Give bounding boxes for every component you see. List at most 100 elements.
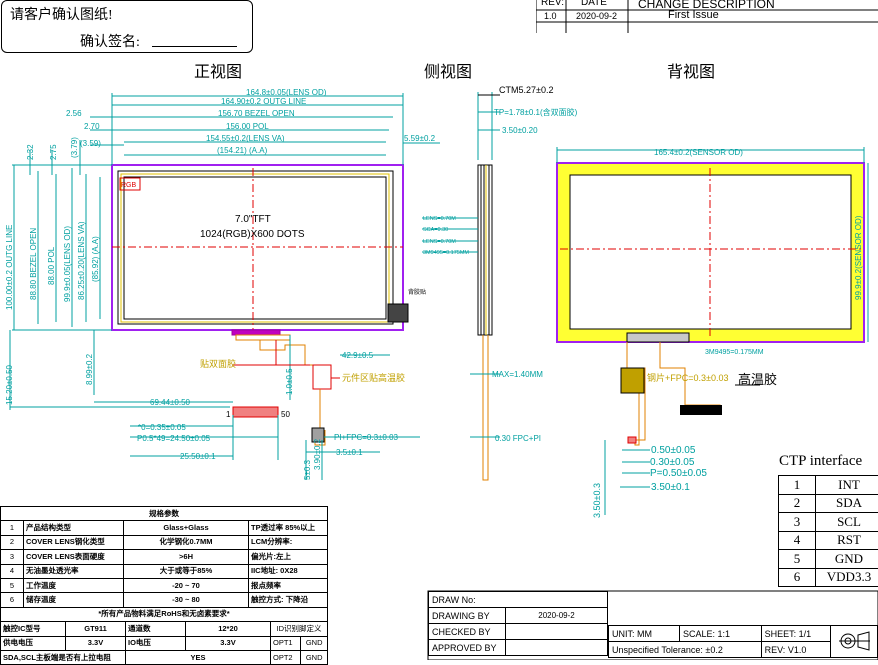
back-glue-label: 高温胶 [738,372,777,387]
rev-label: REV: V1.0 [761,642,830,658]
dim-3-9: 3.90±0.2 [313,438,322,470]
param-row: 5 工作温度 -20 ~ 70 报点频率 [1,578,328,592]
drawing-by-label: DRAWING BY [429,608,506,624]
side-label-lens2: LENS=0.70M [423,239,456,245]
drawing-date: 2020-09-2 [506,608,608,624]
dim-999: 99.9±0.05(LENS OD) [63,226,72,302]
checked-by-label: CHECKED BY [429,624,506,640]
tape-label: 背胶贴 [408,288,426,296]
approved-by-label: APPROVED BY [429,640,506,656]
side-fpc: 0.30 FPC+PI [495,434,541,443]
dim-100: 100.00±0.2 OUTG LINE [5,225,14,310]
side-label-sca: SCA=0.30 [423,227,448,233]
param-row: 3 COVER LENS表面硬度 >6H 偏光片:左上 [1,550,328,564]
back-tape: 3M9495=0.175MM [705,349,764,356]
back-dim-050: 0.50±0.05 [651,445,696,456]
side-max: MAX=1.40MM [492,370,543,379]
side-label-lens1: LENS=0.70M [423,216,456,222]
back-dim-height: 99.9±0.2(SENSOR OD) [854,215,863,300]
spec-params: 规格参数 1 产品结构类型 Glass+Glass TP透过率 85%以上 2 … [0,506,328,665]
ctp-title: CTP interface [779,453,862,470]
side-label-3m: 3M9495=0.175MM [423,250,469,256]
pin-1-label: 1 [226,410,231,419]
dim-lens-va: 154.55±0.2(LENS VA) [206,134,285,143]
side-view [422,92,500,480]
projection-symbol-icon [831,626,878,658]
io-label: IO电压 [126,636,186,650]
dim-035: *0=0.35±0.05 [138,423,186,432]
fpc-fingers [233,407,278,417]
dim-6944: 69.44±0.50 [150,398,191,407]
back-dim-030: 0.30±0.05 [650,457,695,468]
dim-lens-od: 164.8±0.05(LENS OD) [246,88,327,97]
dim-fpc-thickness: PI+FPC=0.3±0.03 [334,433,399,442]
dim-270: 2.70 [84,122,100,131]
dim-888: 88.80 BEZEL OPEN [29,228,38,300]
dim-8592: (85.92) (A.A) [91,236,100,282]
dim-359: (3.59) [80,139,101,148]
note-components: 元件区贴高温胶 [342,372,405,383]
dim-bezel: 156.70 BEZEL OPEN [218,109,295,118]
lcd-size-text: 7.0"TFT [235,214,271,225]
scale-label: SCALE: 1:1 [680,626,762,642]
tape-block [388,304,408,322]
dim-1-0: 1.0±0.5 [285,368,294,395]
fpc-tail-bond [627,333,689,342]
draw-no-label: DRAW No: [429,592,608,608]
ic-value: GT911 [66,622,126,636]
back-dim-350: 3.50±0.1 [651,482,690,493]
back-dim-350v: 3.50±0.3 [592,483,602,518]
dim-outg-line: 164.90±0.2 OUTG LINE [221,97,306,106]
dim-3-5: 3.5±0.1 [336,448,363,457]
param-row: 6 储存温度 -30 ~ 80 触控方式: 下降沿 [1,593,328,607]
pol-area [121,174,389,322]
voltage-value: 3.3V [66,636,126,650]
dim-256: 2.56 [66,109,82,118]
note-adhesive: 贴双面胶 [200,358,236,369]
dim-899: 8.99±0.2 [85,353,94,385]
side-350: 3.50±0.20 [502,126,538,135]
lcd-resolution-text: 1024(RGB)X600 DOTS [200,229,305,240]
back-dim-pitch: P=0.50±0.05 [650,468,707,479]
id-label: ID识别脚定义 [271,622,328,636]
opt2-value: GND [301,650,328,664]
params-note: *所有产品物料满足RoHS和无卤素要求* [1,607,328,621]
params-title: 规格参数 [1,507,328,521]
opt1-label: OPT1 [271,636,301,650]
param-row: 4 无油墨处透光率 大于或等于85% IIC地址: 0X28 [1,564,328,578]
unit-label: UNIT: MM [609,626,680,642]
front-view [112,165,408,460]
pin-50-label: 50 [281,410,290,419]
pullup-label: SDA,SCL主板端是否有上拉电阻 [1,650,126,664]
dim-1520: 15.20±0.50 [5,364,14,405]
side-tp: TP=1.78±0.1(含双面胶) [494,107,578,117]
dim-pol: 156.00 POL [226,122,269,131]
opt1-value: GND [301,636,328,650]
ch-label: 通道数 [126,622,186,636]
dim-5: 5±0.3 [303,459,312,480]
dim-559: 5.59±0.2 [404,134,436,143]
dim-8625: 86.25±0.20(LENS VA) [77,221,86,300]
dim-42-9: 42.9±0.5 [342,351,374,360]
io-value: 3.3V [186,636,271,650]
param-row: 1 产品结构类型 Glass+Glass TP透过率 85%以上 [1,521,328,535]
dim-pitch: P0.5*49=24.50±0.05 [137,434,211,443]
tolerance-label: Unspecified Tolerance: ±0.2 [609,642,762,658]
bezel-open [118,171,393,324]
back-connector [680,405,722,415]
dim-880: 88.00 POL [47,246,56,285]
component-area [313,365,331,389]
rgb-label: RGB [121,182,137,189]
back-steel-label: 钢片+FPC=0.3±0.03 [647,372,728,383]
dim-275: 2.75 [49,144,58,160]
dim-2550: 25.50±0.1 [180,452,216,461]
dim-379: (3.79) [70,137,79,158]
title-block: DRAW No: DRAWING BY 2020-09-2 CHECKED BY… [428,591,878,660]
dim-aa: (154.21) (A.A) [217,146,268,155]
fpc-bond [232,330,280,335]
ch-value: 12*20 [186,622,271,636]
